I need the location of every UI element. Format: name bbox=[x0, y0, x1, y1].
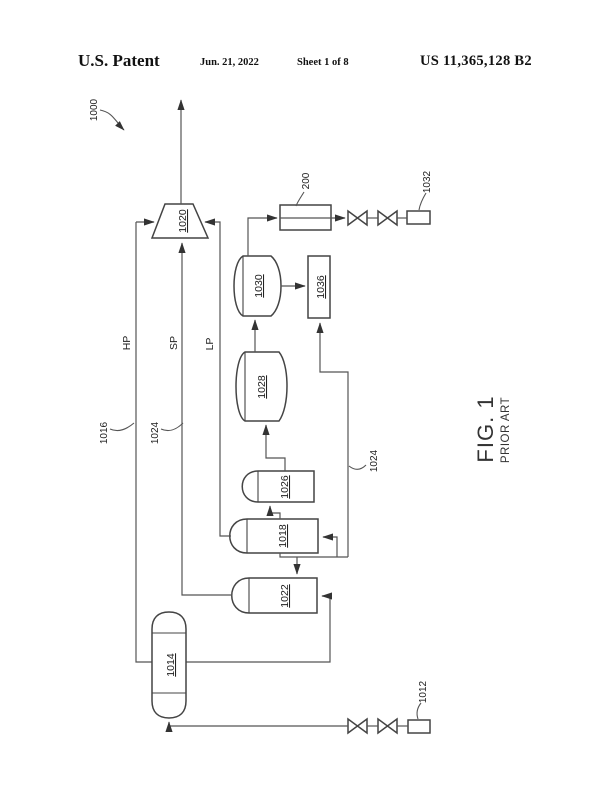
leader-1024-left bbox=[160, 422, 184, 432]
outlet-unit-symbol bbox=[406, 210, 431, 225]
vessel-1030-label: 1030 bbox=[253, 274, 265, 298]
valve-icon bbox=[347, 209, 368, 227]
vessel-1028-symbol bbox=[235, 351, 288, 422]
leader-1032 bbox=[418, 192, 427, 211]
outlet-unit-label: 1032 bbox=[422, 170, 433, 193]
leader-1024-right bbox=[348, 464, 367, 470]
line-1016-label: 1016 bbox=[99, 421, 110, 444]
figure-label: FIG. 1 bbox=[473, 395, 498, 462]
vessel-1022-symbol bbox=[231, 577, 318, 614]
flow-line-1024-right bbox=[316, 322, 349, 557]
unit-1036-label: 1036 bbox=[315, 275, 327, 299]
vessel-1018-symbol bbox=[229, 518, 319, 554]
valve-icon bbox=[377, 717, 398, 735]
leader-200 bbox=[295, 191, 305, 207]
figure-prior-art-label: PRIOR ART bbox=[500, 397, 512, 463]
column-1014-symbol bbox=[151, 611, 187, 719]
valve-icon bbox=[377, 209, 398, 227]
valve-icon bbox=[347, 717, 368, 735]
inlet-unit-label: 1012 bbox=[418, 680, 429, 703]
system-label: 1000 bbox=[89, 98, 100, 121]
compressor-label: 1020 bbox=[177, 209, 189, 233]
column-1014-label: 1014 bbox=[165, 653, 177, 677]
stream-label-hp: HP bbox=[121, 336, 133, 351]
vessel-1028-label: 1028 bbox=[256, 375, 268, 399]
flow-line-sp bbox=[178, 242, 232, 596]
unit-1036-symbol bbox=[307, 255, 331, 319]
flow-line-1030-to-200 bbox=[247, 214, 278, 256]
vessel-1026-symbol bbox=[241, 470, 315, 503]
compressor-symbol bbox=[150, 203, 210, 239]
leader-1012 bbox=[416, 702, 422, 720]
flow-line-1018-to-1026 bbox=[266, 505, 281, 519]
system-reference-arrow bbox=[99, 109, 125, 131]
flow-line-1018-bottom-header bbox=[279, 553, 348, 558]
flow-line-feed-to-1014 bbox=[165, 721, 348, 733]
stream-label-sp: SP bbox=[168, 336, 180, 350]
line-1024-left-label: 1024 bbox=[150, 421, 161, 444]
flow-line-1026-to-1028 bbox=[262, 424, 286, 471]
header-title: U.S. Patent bbox=[78, 51, 160, 70]
heat-exchanger-label: 200 bbox=[301, 172, 312, 189]
inlet-unit-symbol bbox=[407, 719, 431, 734]
header-date: Jun. 21, 2022 bbox=[200, 57, 259, 68]
vessel-1030-symbol bbox=[233, 255, 282, 317]
flow-line-hp bbox=[135, 222, 333, 663]
line-1024-right-label: 1024 bbox=[369, 449, 380, 472]
flow-arrow-into-1018-right bbox=[322, 533, 338, 557]
header-patent-number: US 11,365,128 B2 bbox=[420, 53, 532, 69]
stream-label-lp: LP bbox=[204, 338, 216, 351]
vessel-1026-label: 1026 bbox=[279, 475, 291, 499]
vessel-1018-label: 1018 bbox=[277, 524, 289, 548]
leader-1016 bbox=[109, 422, 135, 432]
header-sheet: Sheet 1 of 8 bbox=[297, 57, 349, 68]
vessel-1022-label: 1022 bbox=[279, 584, 291, 608]
flow-line-lp bbox=[204, 218, 231, 537]
